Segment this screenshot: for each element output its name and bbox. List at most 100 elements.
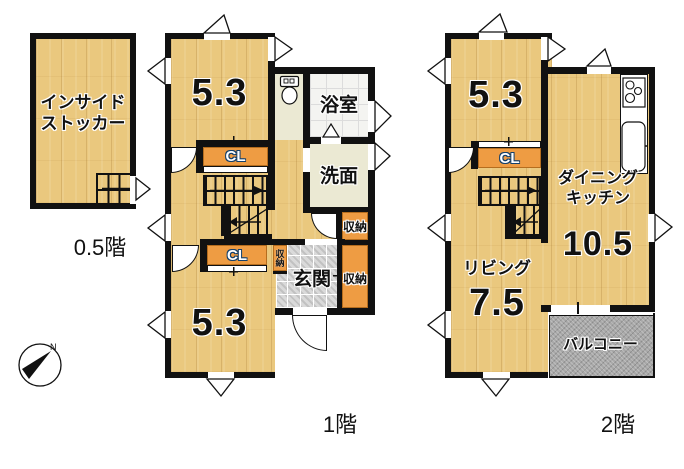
- wall-segment: [342, 207, 368, 212]
- floor-label-05f: 0.5階: [73, 235, 127, 260]
- closet-sliding-track: [203, 166, 268, 173]
- cl-label: CL: [227, 246, 247, 264]
- window-triangle-icon: [374, 99, 392, 134]
- stair-arrow-icon: [485, 186, 537, 195]
- window-triangle-icon: [480, 378, 511, 398]
- window-gap: [587, 67, 611, 74]
- stair-arrow-icon: [227, 208, 268, 235]
- storage-label: 収納: [342, 219, 367, 234]
- wall-segment: [268, 33, 275, 210]
- storage-entrance: [342, 245, 368, 308]
- window-gap: [208, 372, 234, 378]
- balcony-label: バルコニー: [563, 335, 638, 353]
- window-gap: [204, 33, 230, 40]
- handle-mark: [577, 302, 579, 314]
- compass-icon: N: [18, 342, 62, 387]
- sink-icon: [621, 121, 648, 172]
- storage-hall-1f: [342, 212, 368, 240]
- window-triangle-icon: [426, 213, 446, 243]
- wall-segment: [337, 240, 368, 245]
- door-gap: [305, 239, 337, 245]
- floor-label-2f: 2階: [600, 412, 636, 437]
- dining-kitchen-label: ダイニング キッチン: [557, 170, 638, 207]
- bathroom: [310, 74, 368, 137]
- wall-segment: [505, 206, 512, 236]
- entrance: [287, 245, 337, 308]
- handle-mark: [504, 137, 513, 146]
- wall-segment: [221, 206, 227, 236]
- storage-label: 収納: [342, 271, 367, 286]
- window-triangle-icon: [547, 35, 567, 63]
- window-gap: [445, 311, 451, 338]
- balcony: [549, 315, 654, 377]
- window-triangle-icon: [146, 310, 166, 340]
- entrance: [276, 274, 287, 308]
- window-triangle-icon: [426, 56, 446, 86]
- bathroom-label: 浴室: [319, 94, 358, 116]
- toilet-icon: [279, 75, 300, 105]
- balcony-rail: [549, 376, 655, 378]
- storage-entrance-small: [273, 245, 287, 271]
- stair-arrow-icon: [512, 208, 541, 235]
- window-triangle-icon: [146, 213, 166, 243]
- wall-segment: [196, 147, 203, 173]
- stairs-05f: [96, 173, 130, 204]
- wall-segment: [337, 207, 342, 240]
- wall-segment: [275, 67, 375, 74]
- living-label: リビング: [463, 258, 531, 278]
- closet-cl-1f-south: [207, 245, 267, 265]
- door-gap: [303, 148, 310, 172]
- window-triangle-icon: [205, 378, 236, 398]
- closet-cl-2f: [478, 148, 541, 168]
- window-gap: [368, 144, 375, 170]
- wall-segment: [224, 234, 272, 239]
- living-size-label: 7.5: [469, 281, 525, 324]
- window-gap: [483, 372, 510, 378]
- wall-segment: [303, 67, 310, 144]
- balcony-rail: [653, 313, 655, 378]
- wall-segment: [200, 239, 272, 245]
- window-gap: [165, 214, 171, 241]
- window-gap: [541, 37, 548, 60]
- stove-icon: [622, 77, 646, 108]
- washroom: [310, 144, 368, 207]
- window-triangle-icon: [202, 13, 231, 34]
- room-size-label: 5.3: [191, 301, 248, 344]
- window-triangle-icon: [274, 35, 294, 63]
- dining-kitchen-size-label: 10.5: [562, 224, 634, 263]
- window-gap: [445, 214, 451, 241]
- entrance-label: 玄関: [292, 268, 331, 290]
- cl-label: CL: [225, 148, 246, 165]
- window-triangle-icon: [426, 310, 446, 340]
- window-triangle-icon: [146, 56, 166, 86]
- window-gap: [479, 33, 504, 40]
- window-gap: [445, 58, 451, 84]
- stair-arrow-icon: [210, 186, 264, 195]
- wall-segment: [471, 141, 478, 169]
- cl-label: CL: [499, 149, 520, 167]
- wall-segment: [541, 33, 548, 243]
- window-gap: [130, 176, 136, 204]
- window-triangle-icon: [585, 47, 612, 67]
- window-triangle-icon: [135, 176, 152, 202]
- bath-door-icon: [321, 122, 341, 138]
- window-gap: [268, 37, 275, 61]
- window-gap: [648, 214, 655, 242]
- wall-segment: [505, 234, 548, 239]
- compass-north-label: N: [50, 342, 57, 352]
- storage-label: 収納: [274, 249, 285, 267]
- wall-segment: [303, 144, 310, 207]
- window-triangle-icon: [477, 12, 508, 33]
- window-gap: [165, 311, 171, 338]
- handle-mark: [229, 267, 238, 276]
- door-gap: [321, 137, 341, 144]
- wall-segment: [200, 245, 207, 272]
- washroom-label: 洗面: [319, 165, 358, 187]
- handle-mark: [229, 136, 238, 145]
- window-gap: [165, 58, 171, 84]
- closet-cl-1f-north: [203, 147, 268, 166]
